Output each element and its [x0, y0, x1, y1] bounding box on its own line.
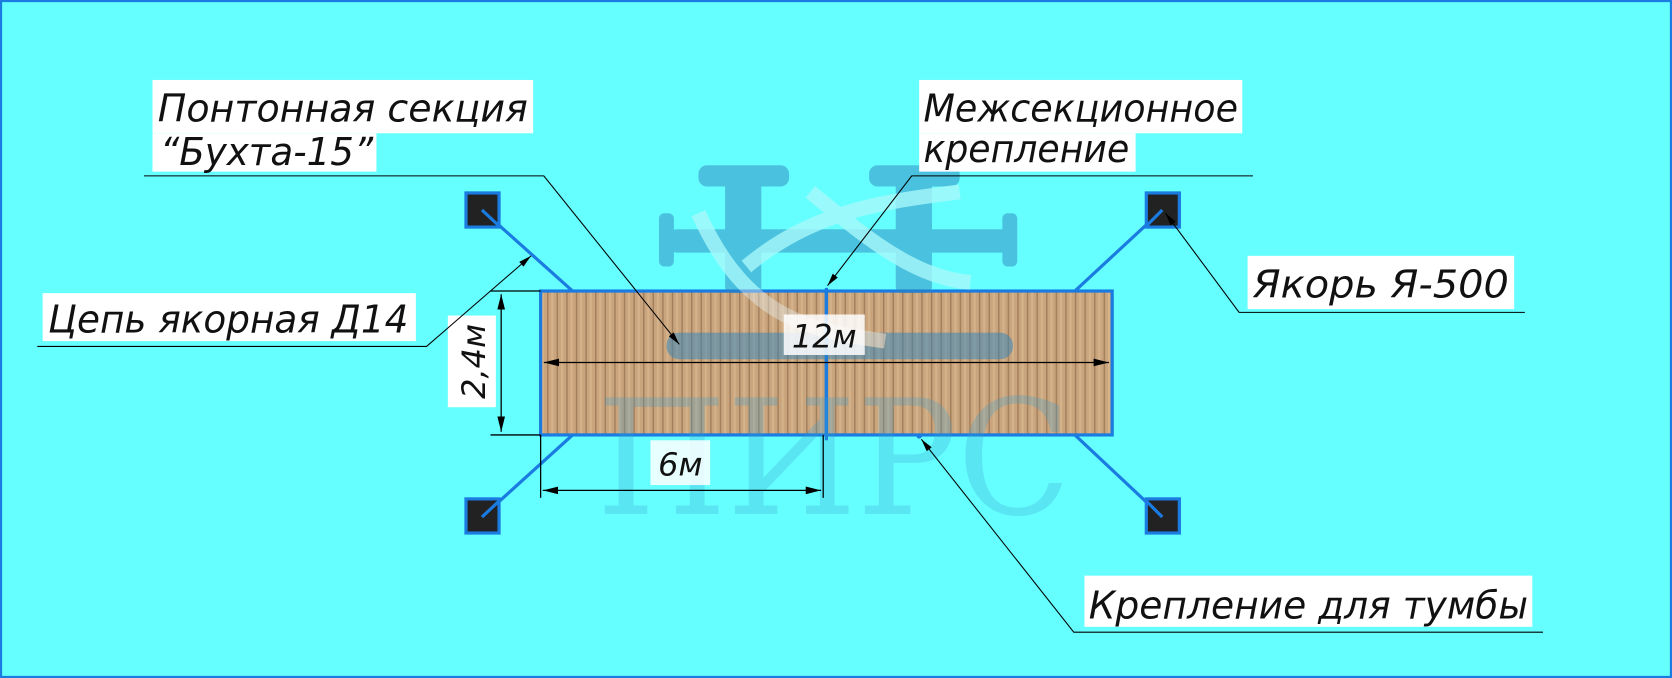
- leader-lines: [37, 175, 1543, 633]
- callout-chain: Цепь якорная Д14: [42, 293, 416, 343]
- svg-text:Понтонная секция: Понтонная секция: [158, 87, 528, 132]
- dim-length-label: 12м: [792, 318, 857, 356]
- anchor-top-right: [1144, 191, 1181, 229]
- svg-text:Цепь якорная Д14: Цепь якорная Д14: [48, 298, 408, 343]
- callout-pontoon: Понтонная секция “Бухта-15”: [152, 79, 534, 175]
- dim-width-label: 2,4м: [455, 324, 493, 399]
- svg-text:Крепление для тумбы: Крепление для тумбы: [1089, 583, 1528, 628]
- svg-text:Якорь Я-500: Якорь Я-500: [1252, 262, 1509, 307]
- svg-text:Межсекционное: Межсекционное: [923, 87, 1238, 132]
- bollard-mount-point: [916, 433, 922, 439]
- bollard-icon: [658, 165, 1018, 360]
- anchor-top-left: [464, 191, 501, 229]
- dim-section-label: 6м: [658, 445, 702, 483]
- svg-text:“Бухта-15”: “Бухта-15”: [160, 130, 374, 175]
- svg-text:крепление: крепление: [923, 127, 1129, 172]
- dimension-lines: [490, 290, 1109, 498]
- callout-section-joint: Межсекционное крепление: [919, 79, 1243, 172]
- callout-anchor: Якорь Я-500: [1247, 255, 1515, 310]
- callout-bollard-mount: Крепление для тумбы: [1084, 575, 1533, 628]
